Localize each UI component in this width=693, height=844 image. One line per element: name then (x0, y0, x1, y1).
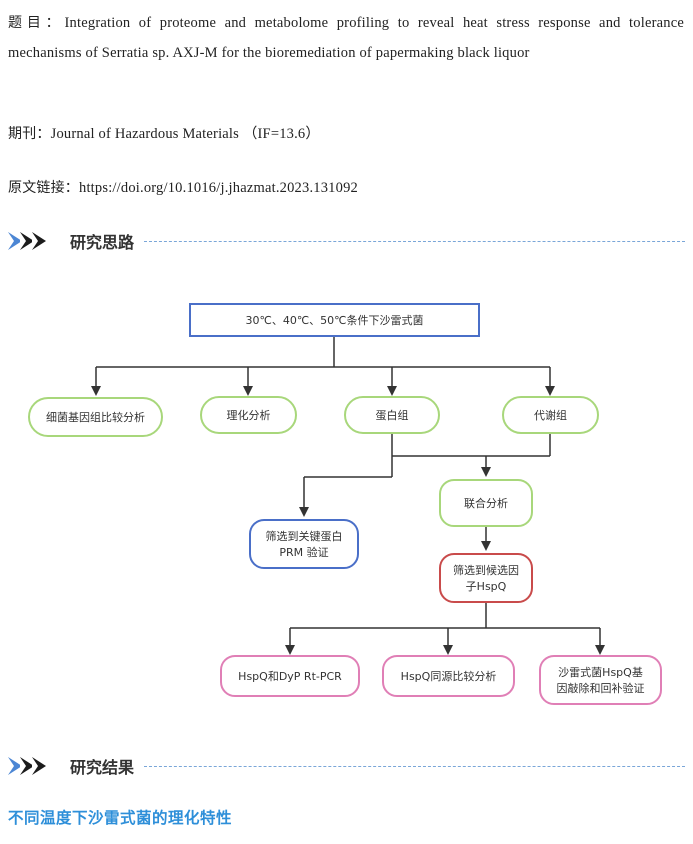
flow-node-proteome: 蛋白组 (344, 396, 440, 434)
svg-text:联合分析: 联合分析 (464, 496, 508, 510)
chevron-arrows-icon (8, 232, 62, 250)
link-line: 原文链接：https://doi.org/10.1016/j.jhazmat.2… (8, 176, 684, 200)
flow-node-candidate-hspq: 筛选到候选因 子HspQ (439, 553, 533, 603)
flow-node-rtpcr: HspQ和DyP Rt-PCR (220, 655, 360, 697)
flow-node-metabolome: 代谢组 (502, 396, 599, 434)
subheading: 不同温度下沙雷式菌的理化特性 (8, 809, 233, 827)
research-flowchart: 30℃、40℃、50℃条件下沙雷式菌 细菌基因组比较分析 理化分析 蛋白组 代谢… (28, 303, 662, 705)
svg-text:理化分析: 理化分析 (227, 408, 271, 422)
paper-title: 题目：Integration of proteome and metabolom… (8, 8, 684, 68)
dashed-divider (144, 765, 685, 767)
section-header-research-idea: 研究思路 (8, 229, 685, 253)
svg-text:筛选到候选因: 筛选到候选因 (453, 563, 519, 577)
flow-node-knockout: 沙雷式菌HspQ基 因敲除和回补验证 (539, 655, 662, 705)
svg-text:因敲除和回补验证: 因敲除和回补验证 (557, 681, 645, 695)
section-title: 研究思路 (70, 233, 135, 252)
flow-node-prm: 筛选到关键蛋白 PRM 验证 (249, 519, 359, 569)
svg-text:沙雷式菌HspQ基: 沙雷式菌HspQ基 (558, 666, 643, 679)
svg-text:HspQ同源比较分析: HspQ同源比较分析 (401, 669, 497, 683)
title-text: Integration of proteome and metabolome p… (8, 15, 684, 61)
link-text[interactable]: https://doi.org/10.1016/j.jhazmat.2023.1… (79, 180, 358, 196)
svg-text:子HspQ: 子HspQ (466, 580, 507, 593)
svg-text:细菌基因组比较分析: 细菌基因组比较分析 (46, 410, 145, 424)
chevron-arrows-icon (8, 757, 62, 775)
journal-line: 期刊：Journal of Hazardous Materials （IF=13… (8, 122, 684, 146)
flow-node-homology: HspQ同源比较分析 (382, 655, 515, 697)
section-title: 研究结果 (70, 758, 135, 777)
flow-node-physchem: 理化分析 (200, 396, 297, 434)
section-header-research-results: 研究结果 (8, 754, 685, 778)
svg-text:蛋白组: 蛋白组 (376, 408, 409, 422)
flow-node-joint-analysis: 联合分析 (439, 479, 533, 527)
svg-text:代谢组: 代谢组 (534, 408, 567, 422)
connectors (91, 336, 605, 655)
journal-label: 期刊： (8, 126, 51, 142)
flow-node-genome: 细菌基因组比较分析 (28, 397, 163, 437)
svg-text:30℃、40℃、50℃条件下沙雷式菌: 30℃、40℃、50℃条件下沙雷式菌 (245, 313, 423, 327)
svg-text:PRM 验证: PRM 验证 (279, 545, 328, 559)
svg-text:筛选到关键蛋白: 筛选到关键蛋白 (266, 529, 343, 543)
title-label: 题目： (8, 15, 65, 31)
link-label: 原文链接： (8, 180, 79, 196)
journal-text: Journal of Hazardous Materials （IF=13.6） (50, 126, 321, 142)
flow-node-conditions: 30℃、40℃、50℃条件下沙雷式菌 (189, 303, 480, 337)
dashed-divider (144, 240, 685, 242)
svg-text:HspQ和DyP Rt-PCR: HspQ和DyP Rt-PCR (238, 670, 342, 683)
